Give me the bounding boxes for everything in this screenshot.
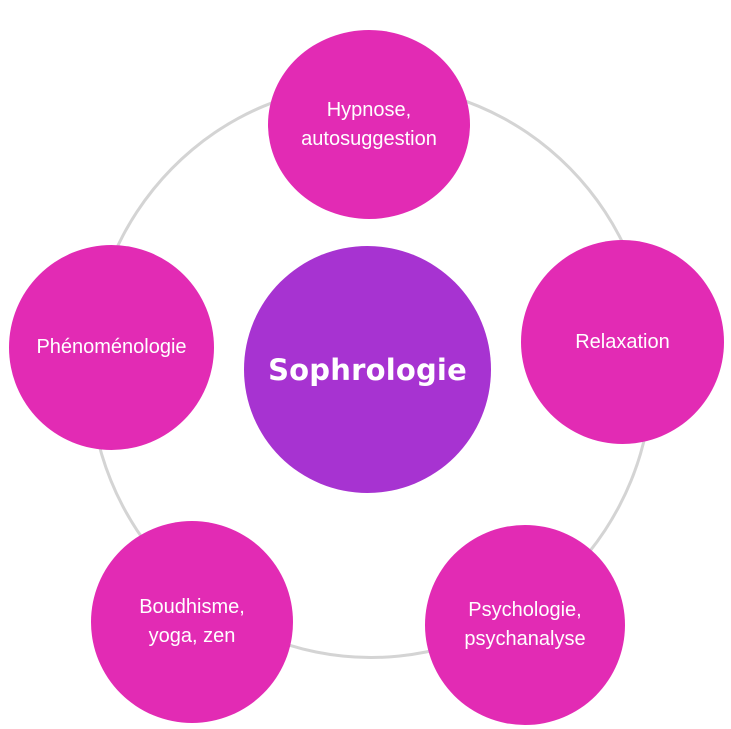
node-sophrologie-center: Sophrologie (244, 246, 491, 493)
node-hypnose-label: Hypnose, autosuggestion (301, 98, 437, 150)
node-hypnose: Hypnose, autosuggestion (268, 30, 470, 219)
node-psychologie: Psychologie, psychanalyse (425, 525, 625, 725)
node-phenomenologie: Phénoménologie (9, 245, 214, 450)
node-relaxation-label: Relaxation (575, 330, 670, 353)
node-relaxation: Relaxation (521, 240, 724, 444)
node-phenomenologie-label: Phénoménologie (36, 336, 187, 358)
center-label: Sophrologie (268, 352, 467, 387)
node-psychologie-label: Psychologie, psychanalyse (464, 599, 586, 650)
node-boudhisme: Boudhisme, yoga, zen (91, 521, 293, 723)
node-boudhisme-label: Boudhisme, yoga, zen (139, 596, 245, 647)
